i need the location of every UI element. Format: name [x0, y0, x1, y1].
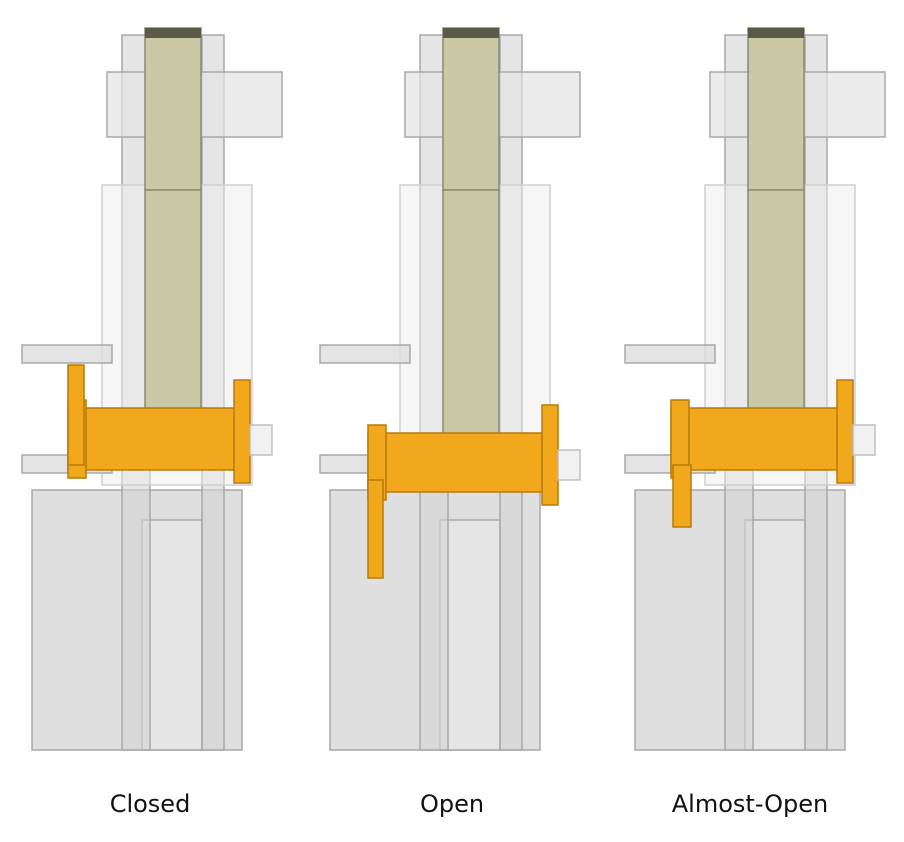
link-top-edge: [145, 28, 201, 38]
link-top-edge: [748, 28, 804, 38]
panel-almost-open: [624, 27, 886, 751]
link-upper: [442, 27, 500, 191]
guide-rod-upper: [21, 344, 113, 364]
link-lower: [747, 189, 805, 441]
pin-head-right: [233, 379, 251, 484]
pin-nut: [249, 424, 273, 456]
pin-body: [367, 432, 553, 493]
guide-rod-upper: [319, 344, 411, 364]
link-lower: [442, 189, 500, 469]
pin-nut: [852, 424, 876, 456]
panel-label-open: Open: [419, 790, 485, 818]
pin-body: [67, 407, 245, 471]
panel-label-almost-open: Almost-Open: [671, 790, 829, 818]
link-top-edge: [443, 28, 499, 38]
pin-body: [670, 407, 848, 471]
pin-nut: [557, 449, 581, 481]
panel-label-closed: Closed: [109, 790, 191, 818]
pin-lever: [67, 364, 85, 466]
pulley-slot: [141, 519, 203, 751]
pin-head-right: [541, 404, 559, 506]
link-lower: [144, 189, 202, 411]
pin-head-right: [836, 379, 854, 484]
pulley-slot: [744, 519, 806, 751]
pin-lever: [367, 479, 384, 579]
link-upper: [747, 27, 805, 191]
guide-rod-upper: [624, 344, 716, 364]
pulley-slot: [439, 519, 501, 751]
pin-lever: [672, 464, 692, 528]
panel-open: [319, 27, 581, 751]
link-upper: [144, 27, 202, 191]
panel-closed: [21, 27, 283, 751]
